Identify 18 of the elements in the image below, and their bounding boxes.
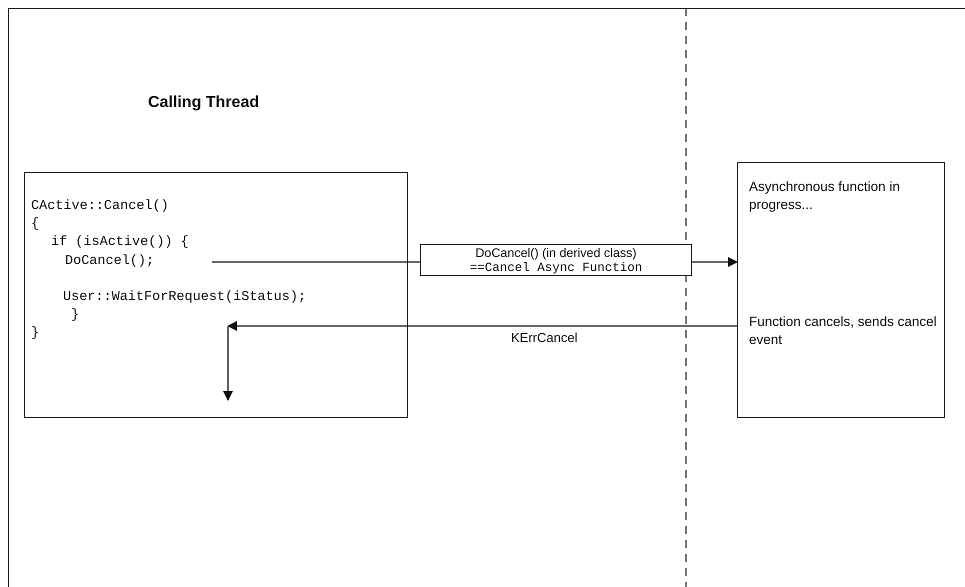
code-line: }: [71, 308, 80, 323]
code-line: {: [31, 217, 40, 232]
code-line: CActive::Cancel(): [31, 199, 169, 214]
code-line: User::WaitForRequest(iStatus);: [63, 290, 306, 305]
edge-label: KErrCancel: [509, 330, 580, 345]
box-text: Function cancels, sends cancel event: [749, 313, 938, 349]
code-line: DoCancel();: [65, 254, 154, 269]
code-line: if (isActive()) {: [51, 235, 189, 250]
box-text: DoCancel() (in derived class): [474, 246, 638, 261]
box-text: ==Cancel Async Function: [468, 261, 644, 276]
process-box: [737, 162, 945, 418]
arrow: [692, 257, 738, 267]
code-box: [24, 172, 408, 418]
title: Calling Thread: [148, 94, 260, 112]
process-box: [420, 244, 692, 276]
code-line: }: [31, 326, 40, 341]
box-text: Asynchronous function in progress...: [749, 178, 901, 214]
arrow: [227, 321, 737, 331]
